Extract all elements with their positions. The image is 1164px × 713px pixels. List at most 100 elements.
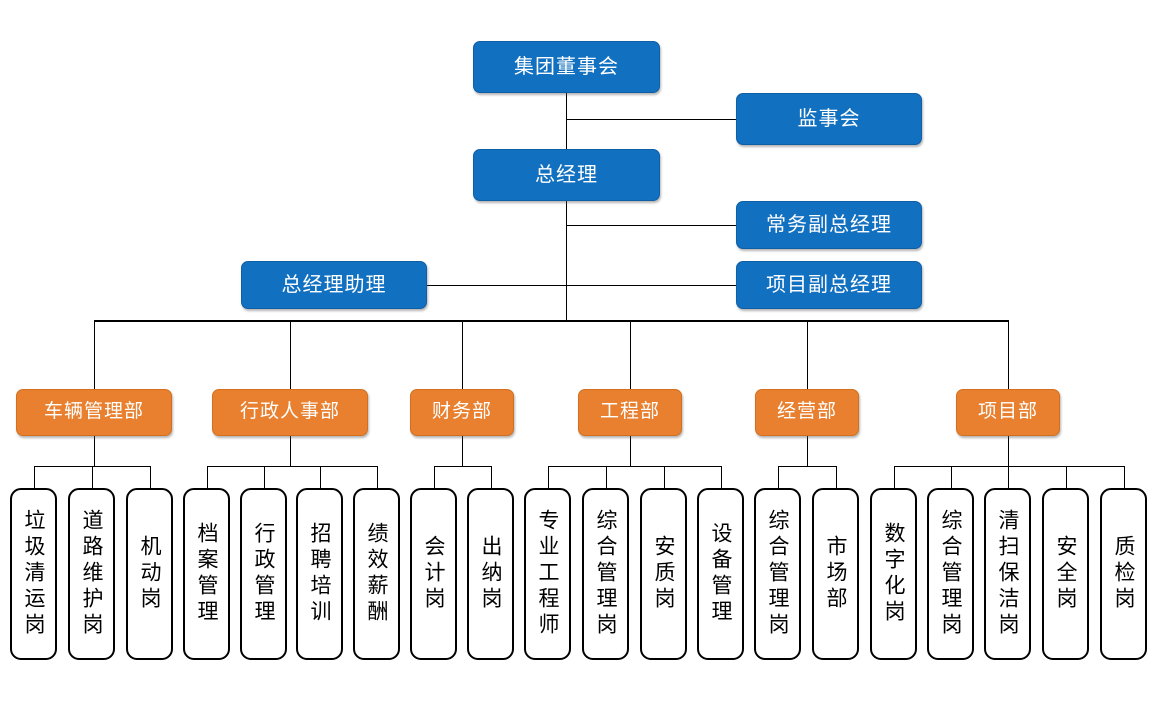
connector-vertical [777,466,779,488]
connector-vertical [94,320,96,389]
connector-vertical [290,320,292,389]
department-label: 行政人事部 [239,401,340,423]
position-label: 清扫保洁岗 [996,509,1019,639]
executive-board[interactable]: 集团董事会 [473,41,660,93]
connector-vertical [630,320,632,389]
connector-vertical [290,436,292,466]
position-label: 综合管理岗 [766,509,789,639]
connector-vertical [319,466,321,488]
executive-label: 常务副总经理 [766,214,892,236]
department-label: 财务部 [431,401,492,423]
connector-vertical [94,436,96,466]
position-label: 综合管理岗 [939,509,962,639]
position-admin-management[interactable]: 行政管理 [240,488,287,660]
position-label: 出纳岗 [479,535,502,613]
connector-horizontal [566,225,736,227]
position-label: 档案管理 [195,522,218,626]
connector-horizontal [566,285,736,287]
position-garbage-removal[interactable]: 垃圾清运岗 [10,488,57,660]
connector-horizontal [433,466,491,468]
connector-vertical [1065,466,1067,488]
position-mobile-duty[interactable]: 机动岗 [126,488,173,660]
position-eng-general-mgmt[interactable]: 综合管理岗 [582,488,629,660]
connector-vertical [33,466,35,488]
connector-vertical [91,466,93,488]
position-digitalization[interactable]: 数字化岗 [870,488,917,660]
position-quality-inspection[interactable]: 质检岗 [1100,488,1147,660]
connector-horizontal [547,466,721,468]
position-professional-engineer[interactable]: 专业工程师 [524,488,571,660]
position-archive-management[interactable]: 档案管理 [183,488,230,660]
position-label: 道路维护岗 [80,509,103,639]
connector-vertical [566,93,568,320]
position-label: 垃圾清运岗 [22,509,45,639]
executive-general-manager[interactable]: 总经理 [473,149,660,201]
executive-label: 项目副总经理 [766,274,892,296]
executive-exec-deputy-gm[interactable]: 常务副总经理 [736,201,922,249]
position-label: 质检岗 [1112,535,1135,613]
position-cashier[interactable]: 出纳岗 [467,488,514,660]
executive-project-deputy-gm[interactable]: 项目副总经理 [736,261,922,309]
connector-vertical [149,466,151,488]
connector-vertical [490,466,492,488]
position-label: 机动岗 [138,535,161,613]
position-label: 会计岗 [422,535,445,613]
executive-gm-assistant[interactable]: 总经理助理 [241,261,427,309]
connector-vertical [1008,436,1010,466]
connector-horizontal [777,466,836,468]
position-cleaning-sanitation[interactable]: 清扫保洁岗 [984,488,1031,660]
connector-vertical [1007,466,1009,488]
position-performance-pay[interactable]: 绩效薪酬 [353,488,400,660]
connector-vertical [835,466,837,488]
department-admin-hr[interactable]: 行政人事部 [212,389,368,436]
position-safety-post[interactable]: 安全岗 [1042,488,1089,660]
position-label: 市场部 [824,535,847,613]
connector-vertical [433,466,435,488]
connector-vertical [950,466,952,488]
position-label: 安质岗 [652,535,675,613]
connector-horizontal [94,320,1008,322]
position-road-maintenance[interactable]: 道路维护岗 [68,488,115,660]
connector-vertical [462,320,464,389]
connector-vertical [263,466,265,488]
department-engineering[interactable]: 工程部 [578,389,682,436]
position-label: 绩效薪酬 [365,522,388,626]
connector-vertical [376,466,378,488]
connector-vertical [807,320,809,389]
position-label: 行政管理 [252,522,275,626]
department-finance[interactable]: 财务部 [410,389,514,436]
position-accounting[interactable]: 会计岗 [410,488,457,660]
position-label: 综合管理岗 [594,509,617,639]
executive-label: 总经理助理 [281,274,387,296]
position-equipment-management[interactable]: 设备管理 [697,488,744,660]
executive-label: 总经理 [535,164,598,186]
connector-vertical [893,466,895,488]
position-safety-quality[interactable]: 安质岗 [640,488,687,660]
position-market-department[interactable]: 市场部 [812,488,859,660]
position-label: 设备管理 [709,522,732,626]
connector-vertical [720,466,722,488]
department-label: 经营部 [776,401,837,423]
department-label: 项目部 [977,401,1038,423]
position-label: 安全岗 [1054,535,1077,613]
position-biz-general-mgmt[interactable]: 综合管理岗 [754,488,801,660]
department-label: 车辆管理部 [43,401,144,423]
executive-label: 监事会 [797,108,861,130]
connector-vertical [1123,466,1125,488]
position-label: 专业工程师 [536,509,559,639]
department-vehicle-management[interactable]: 车辆管理部 [16,389,172,436]
position-recruitment-training[interactable]: 招聘培训 [296,488,343,660]
connector-vertical [206,466,208,488]
connector-vertical [605,466,607,488]
connector-vertical [807,436,809,466]
position-proj-general-mgmt[interactable]: 综合管理岗 [927,488,974,660]
connector-horizontal [566,119,736,121]
connector-horizontal [206,466,377,468]
executive-supervisory[interactable]: 监事会 [736,93,922,145]
department-project[interactable]: 项目部 [956,389,1060,436]
department-business-operations[interactable]: 经营部 [755,389,859,436]
connector-vertical [663,466,665,488]
connector-vertical [630,436,632,466]
executive-label: 集团董事会 [514,56,619,78]
